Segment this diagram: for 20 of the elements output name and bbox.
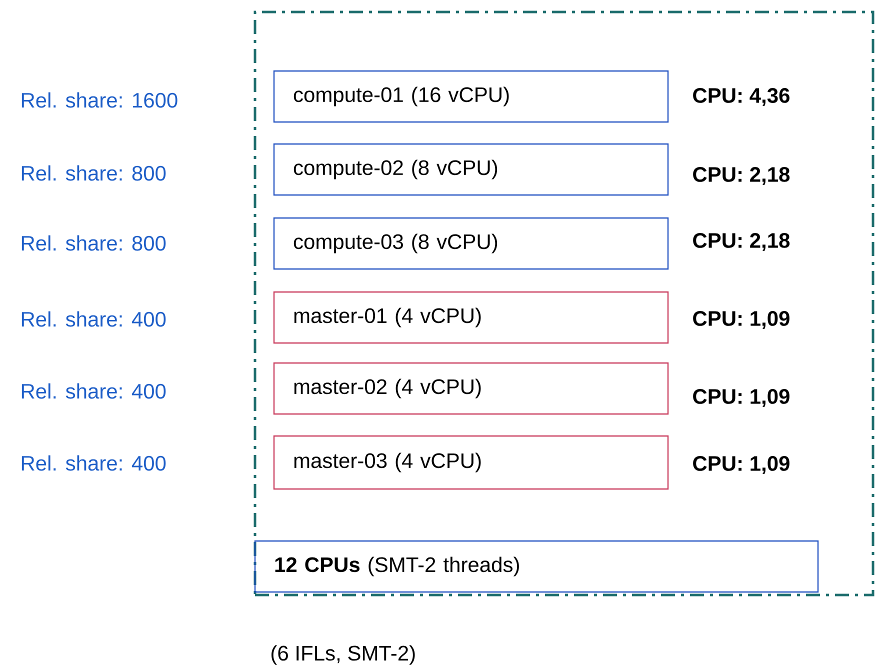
share-label: Rel. share: 800 [22,165,166,181]
vm-box: 12 CPUs (SMT-2 threads) [254,540,819,593]
share-label: Rel. share: 1600 [22,92,178,108]
cpu-label: CPU: 2,18 [693,167,790,185]
share-label: Rel. share: 400 [22,455,166,471]
cpu-label: CPU: 1,09 [693,311,790,329]
share-label: Rel. share: 400 [22,311,166,327]
cpu-label: CPU: 4,36 [693,88,790,106]
boundary-label: (6 IFLs, SMT-2) [272,645,415,665]
vm-box: master-03 (4 vCPU) [273,435,669,490]
share-label: Rel. share: 400 [22,383,166,399]
vm-box: compute-03 (8 vCPU) [273,217,669,270]
vm-box: compute-01 (16 vCPU) [273,70,669,123]
share-label: Rel. share: 800 [22,235,166,251]
cpu-label: CPU: 1,09 [693,456,790,474]
vm-box: master-01 (4 vCPU) [273,291,669,344]
vm-box: compute-02 (8 vCPU) [273,143,669,196]
vm-box: master-02 (4 vCPU) [273,362,669,415]
cpu-label: CPU: 1,09 [693,389,790,407]
cpu-label: CPU: 2,18 [693,233,790,251]
